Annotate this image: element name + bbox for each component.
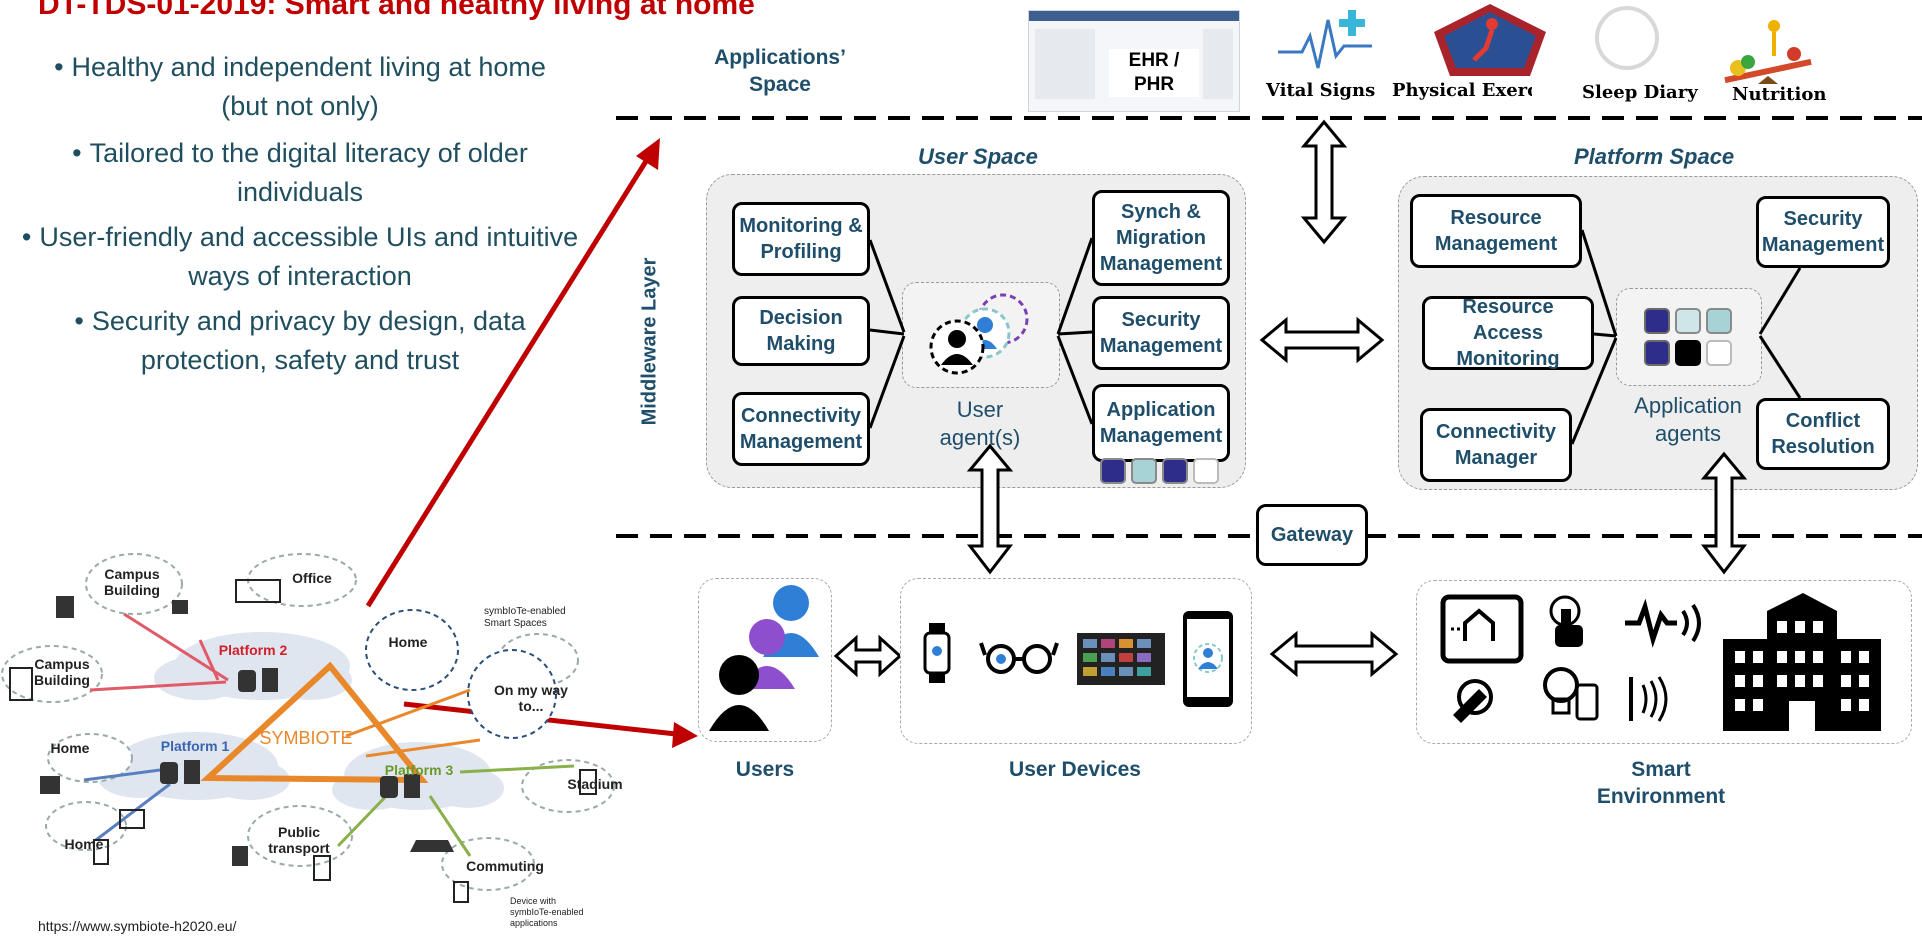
agent-square-icon — [1162, 458, 1188, 484]
gateway-box: Gateway — [1256, 504, 1368, 566]
platform-security-management-box: Security Management — [1756, 196, 1890, 268]
enabled-spaces-label: symbIoTe-enabled Smart Spaces — [484, 606, 566, 629]
node-public-transport: Public transport — [268, 824, 330, 856]
agent-square-icon — [1644, 340, 1670, 366]
bullet-dot-icon: • — [72, 138, 82, 168]
users-icon — [709, 585, 819, 731]
connectivity-manager-box: Connectivity Manager — [1420, 408, 1572, 482]
resource-management-box: Resource Management — [1410, 194, 1582, 268]
bullet-dot-icon: • — [74, 306, 84, 336]
user-security-management-box: Security Management — [1092, 296, 1230, 370]
bullet-dot-icon: • — [21, 222, 32, 252]
smart-environment-icons — [1440, 593, 1881, 731]
bullet-dot-icon: • — [54, 52, 64, 82]
node-commuting: Commuting — [466, 858, 544, 874]
bullet-item: •Security and privacy by design, data pr… — [15, 302, 585, 380]
connectivity-management-box: Connectivity Management — [732, 392, 870, 466]
agent-square-icon — [1131, 458, 1157, 484]
ehr-screenshot: EHR / PHR — [1028, 10, 1240, 112]
smart-environment-panel — [1416, 580, 1912, 744]
node-home-1: Home — [50, 740, 90, 756]
nutrition-icon — [1718, 16, 1818, 84]
node-home-3: Home — [388, 634, 428, 650]
device-note-label: Device with symbIoTe-enabled application… — [510, 896, 584, 928]
physical-exercise-icon — [1430, 2, 1550, 80]
user-agent-label: User agent(s) — [939, 397, 1021, 450]
bullet-item: •User-friendly and accessible UIs and in… — [20, 218, 580, 296]
conflict-resolution-box: Conflict Resolution — [1756, 398, 1890, 470]
ehr-label: EHR / PHR — [1109, 49, 1199, 97]
user-devices-label: User Devices — [1009, 758, 1141, 781]
application-management-box: Application Management — [1092, 384, 1230, 462]
slide-title: DT-TDS-01-2019: Smart and healthy living… — [38, 0, 755, 21]
user-agent-box — [902, 282, 1060, 388]
node-home-2: Home — [64, 836, 104, 852]
node-campus-building-2: Campus Building — [34, 656, 90, 688]
resource-access-monitoring-box: Resource Access Monitoring — [1422, 296, 1594, 370]
users-label: Users — [735, 758, 795, 781]
node-on-my-way: On my way to... — [494, 682, 568, 714]
agent-square-icon — [1193, 458, 1219, 484]
node-office: Office — [292, 570, 332, 586]
user-agents-icon — [929, 293, 1029, 375]
platform-3-label: Platform 3 — [384, 762, 454, 778]
platform-1-label: Platform 1 — [160, 738, 230, 754]
platform-space-title: Platform Space — [1574, 144, 1735, 169]
vital-signs-label: Vital Signs — [1266, 80, 1376, 101]
sleep-diary-icon — [1592, 0, 1662, 80]
user-devices-panel — [900, 578, 1252, 744]
bullet-text: Tailored to the digital literacy of olde… — [89, 138, 528, 207]
agent-square-icon — [1706, 308, 1732, 334]
double-arrow-icon — [833, 119, 1748, 678]
bullet-item: •Tailored to the digital literacy of old… — [30, 134, 570, 212]
synch-migration-box: Synch & Migration Management — [1092, 190, 1230, 286]
agent-square-icon — [1644, 308, 1670, 334]
application-agents-label: Application agents — [1634, 393, 1742, 446]
nutrition-label: Nutrition — [1732, 84, 1827, 105]
agent-square-icon — [1675, 308, 1701, 334]
agent-square-icon — [1100, 458, 1126, 484]
agent-square-icon — [1706, 340, 1732, 366]
monitoring-profiling-box: Monitoring & Profiling — [732, 202, 870, 276]
user-devices-icons — [923, 611, 1233, 707]
physical-exercise-label: Physical Exercise — [1392, 80, 1532, 101]
decision-making-box: Decision Making — [732, 296, 870, 366]
sleep-diary-label: Sleep Diary — [1582, 82, 1698, 103]
node-campus-building: Campus Building — [104, 566, 160, 598]
vital-signs-icon — [1272, 6, 1382, 76]
node-stadium: Stadium — [567, 776, 623, 792]
applications-space-label: Applications’ Space — [714, 46, 846, 96]
platform-2-label: Platform 2 — [218, 642, 288, 658]
bullet-text: User-friendly and accessible UIs and int… — [39, 222, 579, 291]
bullet-item: •Healthy and independent living at home … — [40, 48, 560, 126]
bullet-text: Security and privacy by design, data pro… — [91, 306, 526, 375]
bullet-text: Healthy and independent living at home (… — [71, 52, 546, 121]
agent-square-icon — [1675, 340, 1701, 366]
smart-environment-label: Smart Environment — [1596, 758, 1726, 808]
symbiote-label: SYMBIOTE — [259, 728, 353, 748]
symbiote-network-diagram — [1, 553, 615, 903]
user-space-title: User Space — [918, 144, 1038, 169]
source-url[interactable]: https://www.symbiote-h2020.eu/ — [38, 918, 237, 934]
users-panel — [698, 578, 832, 742]
